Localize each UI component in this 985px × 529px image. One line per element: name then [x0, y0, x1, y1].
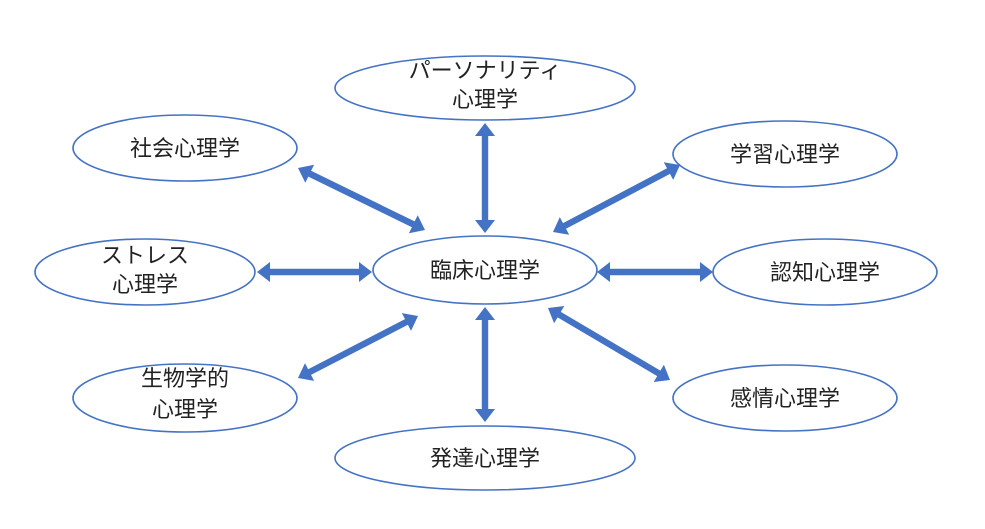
node-personality-label-line2: 心理学: [452, 88, 518, 113]
node-learning: 学習心理学: [672, 120, 898, 188]
node-developmental-label: 発達心理学: [430, 447, 540, 472]
arrow-clinical-cognitive: [597, 262, 713, 282]
arrow-clinical-social: [298, 164, 425, 234]
node-personality: パーソナリティ 心理学: [334, 55, 636, 121]
node-clinical-label: 臨床心理学: [430, 259, 540, 284]
arrow-clinical-biological: [298, 313, 418, 381]
node-biological-label-line1: 生物学的: [141, 367, 229, 392]
node-social-label: 社会心理学: [130, 137, 240, 162]
arrow-clinical-personality: [475, 123, 495, 233]
node-stress: ストレス 心理学: [34, 238, 256, 306]
node-cognitive-label: 認知心理学: [770, 261, 880, 286]
node-biological-label-line2: 心理学: [152, 398, 218, 423]
arrow-clinical-emotion: [548, 306, 670, 382]
node-stress-label-line2: 心理学: [112, 273, 178, 298]
arrow-clinical-stress: [257, 262, 372, 282]
node-cognitive: 認知心理学: [712, 238, 938, 306]
node-emotion: 感情心理学: [672, 364, 898, 432]
node-stress-label-line1: ストレス: [101, 244, 189, 269]
node-learning-label: 学習心理学: [730, 143, 840, 168]
node-personality-label-line1: パーソナリティ: [409, 59, 562, 84]
arrow-clinical-learning: [553, 162, 680, 235]
arrow-clinical-developmental: [475, 307, 495, 422]
node-developmental: 発達心理学: [334, 425, 636, 491]
node-emotion-label: 感情心理学: [730, 387, 840, 412]
node-social: 社会心理学: [72, 114, 298, 182]
node-clinical: 臨床心理学: [372, 235, 598, 305]
node-biological: 生物学的 心理学: [72, 363, 298, 433]
arrows-layer: [257, 123, 713, 422]
